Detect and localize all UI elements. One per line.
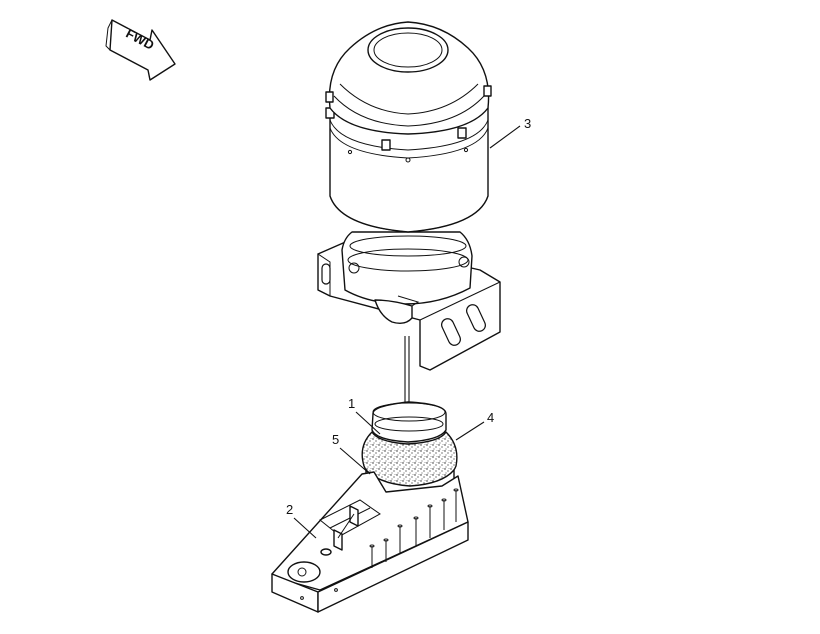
svg-text:5: 5: [332, 432, 339, 447]
mounting-bracket: [271, 471, 469, 613]
callout-4: 4: [455, 410, 494, 441]
forward-arrow-icon: FWD: [105, 19, 176, 81]
air-cleaner-assembly: [317, 21, 501, 371]
bracket-bolts: [369, 488, 459, 568]
callout-3: 3: [489, 116, 531, 149]
callout-5: 5: [332, 432, 371, 475]
svg-text:4: 4: [487, 410, 494, 425]
callout-1: 1: [348, 396, 381, 435]
svg-text:1: 1: [348, 396, 355, 411]
svg-text:2: 2: [286, 502, 293, 517]
callout-2: 2: [286, 502, 317, 539]
svg-text:3: 3: [524, 116, 531, 131]
